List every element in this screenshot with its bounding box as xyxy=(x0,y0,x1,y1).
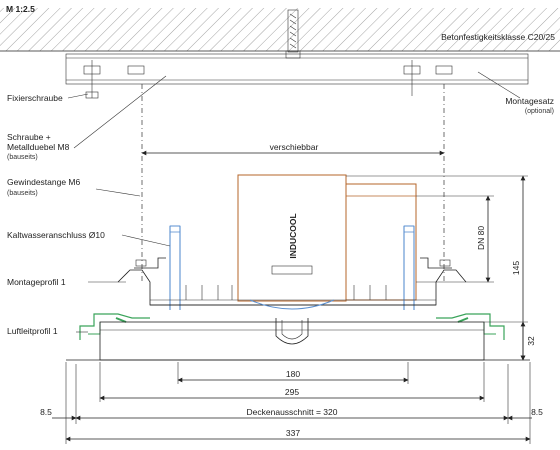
concrete-class-label: Betonfestigkeitsklasse C20/25 xyxy=(441,32,555,42)
montagesatz-note: (optional) xyxy=(525,108,554,115)
rod-brackets xyxy=(134,257,452,269)
dim-8-5-right-label: 8.5 xyxy=(531,407,543,417)
montagesatz-label: Montagesatz xyxy=(505,96,554,106)
concrete-ceiling xyxy=(0,8,560,52)
fixierschraube-label: Fixierschraube xyxy=(7,93,63,103)
dn80-label: DN 80 xyxy=(476,226,486,250)
dim-180-label: 180 xyxy=(286,369,300,379)
luftleitprofil-label: Luftleitprofil 1 xyxy=(7,326,58,336)
unit-name-label: INDUCOOL xyxy=(288,213,298,258)
air-guide-profiles xyxy=(79,313,505,340)
kaltwasser-label: Kaltwasseranschluss Ø10 xyxy=(7,230,105,240)
dim-145-label: 145 xyxy=(511,261,521,275)
dim-32 xyxy=(484,321,528,361)
dim-32-label: 32 xyxy=(526,336,536,346)
gewindestange-label: Gewindestange M6 xyxy=(7,177,81,187)
ceiling-panel xyxy=(66,321,530,361)
cold-water-pipes xyxy=(169,225,415,310)
dim-320-label: Deckenausschnitt = 320 xyxy=(247,407,338,417)
dim-295 xyxy=(99,362,485,402)
dim-295-label: 295 xyxy=(285,387,299,397)
inducool-unit xyxy=(237,174,417,302)
mounting-rail xyxy=(65,53,529,99)
dim-337-label: 337 xyxy=(286,428,300,438)
schraube-label-line2: Metallduebel M8 xyxy=(7,142,70,152)
dn80-dimension xyxy=(416,195,494,283)
verschiebbar-label: verschiebbar xyxy=(270,142,319,152)
schraube-label-line1: Schraube + xyxy=(7,132,51,142)
mounting-profile xyxy=(117,269,467,306)
dim-8-5-left-label: 8.5 xyxy=(40,407,52,417)
dim-180 xyxy=(177,362,409,384)
dim-320 xyxy=(75,364,509,424)
dim-337 xyxy=(65,362,531,444)
montageprofil-label: Montageprofil 1 xyxy=(7,277,66,287)
schraube-note: (bauseits) xyxy=(7,154,38,161)
central-coupling xyxy=(249,265,335,345)
gewindestange-note: (bauseits) xyxy=(7,190,38,197)
